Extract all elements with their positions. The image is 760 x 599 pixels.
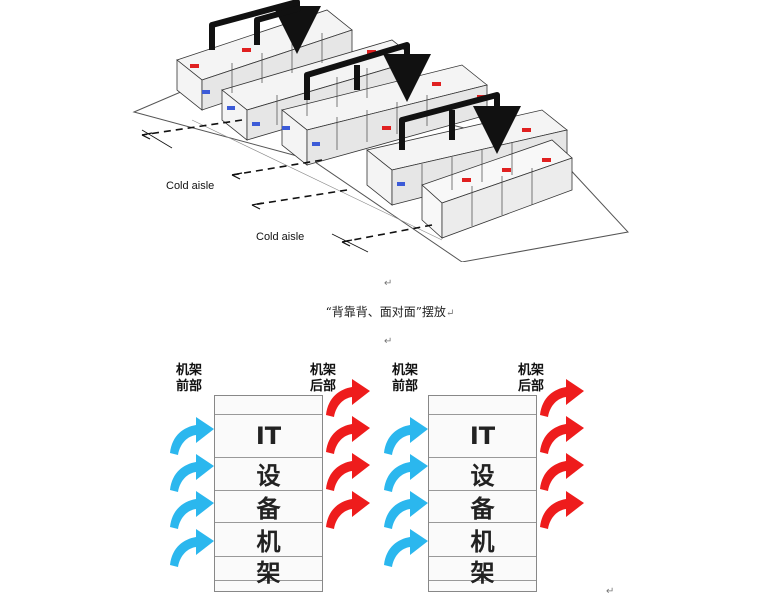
rack-text-char: 备 — [470, 495, 495, 523]
rack-front-label: 机架 前部 — [392, 363, 432, 395]
it-rack-2: IT 设 备 机 架 — [428, 395, 537, 592]
it-rack-1: IT 设 备 机 架 — [214, 395, 323, 592]
cold-aisle-label-1: Cold aisle — [166, 180, 215, 192]
rack-row-5 — [421, 139, 573, 239]
rack-rear-label: 机架 后部 — [518, 363, 558, 395]
rack-text-char: 机 — [256, 528, 281, 556]
cold-air-arrow-icon — [170, 491, 214, 529]
rack-front-label: 机架 前部 — [176, 363, 216, 395]
hot-air-arrow-icon — [540, 453, 584, 491]
rack-front-label-line2: 前部 — [176, 379, 203, 394]
rack-text-char: 设 — [256, 462, 281, 490]
hot-air-arrow-icon — [540, 416, 584, 454]
rack-text-char: 架 — [256, 559, 281, 587]
rack-rear-label-line1: 机架 — [310, 363, 337, 378]
hot-air-arrow-icon — [326, 491, 370, 529]
rack-text-char: 设 — [470, 462, 495, 490]
cold-air-arrow-icon — [384, 417, 428, 455]
rack-front-label-line1: 机架 — [392, 363, 419, 378]
rack-rear-label-line1: 机架 — [518, 363, 545, 378]
rack-text-char: 架 — [470, 559, 495, 587]
cold-air-arrow-icon — [384, 491, 428, 529]
rack-rear-label-line2: 后部 — [518, 379, 545, 394]
rack-text-it: IT — [469, 422, 496, 450]
caption-text: “背靠背、面对面”摆放 — [325, 305, 446, 319]
hot-air-arrow-icon — [540, 379, 584, 417]
rack-rear-label: 机架 后部 — [310, 363, 350, 395]
figure-caption: “背靠背、面对面”摆放↵ — [300, 303, 480, 320]
paragraph-mark: ↵ — [606, 586, 615, 597]
cold-air-arrow-icon — [170, 529, 214, 567]
paragraph-mark: ↵ — [384, 278, 393, 289]
hot-air-arrow-icon — [540, 491, 584, 529]
rack-front-label-line1: 机架 — [176, 363, 203, 378]
cold-air-arrow-icon — [170, 417, 214, 455]
cold-air-arrow-icon — [384, 529, 428, 567]
cold-aisle-label-2: Cold aisle — [256, 231, 305, 243]
paragraph-mark: ↵ — [445, 308, 455, 319]
hot-air-arrow-icon — [326, 379, 370, 417]
paragraph-mark: ↵ — [384, 336, 393, 347]
rack-rear-label-line2: 后部 — [310, 379, 337, 394]
airflow-arrows — [170, 379, 584, 567]
datacenter-aisle-diagram: Cold aisle Cold aisle — [132, 0, 644, 262]
rack-text-it: IT — [255, 422, 282, 450]
cold-air-arrow-icon — [170, 454, 214, 492]
rack-text-char: 机 — [470, 528, 495, 556]
rack-text-char: 备 — [256, 495, 281, 523]
rack-front-label-line2: 前部 — [392, 379, 419, 394]
airflow-diagram: 机架 前部 机架 后部 机架 前部 机架 后部 IT 设 备 机 架 IT 设 … — [0, 355, 760, 599]
cold-air-arrow-icon — [384, 454, 428, 492]
hot-air-arrow-icon — [326, 416, 370, 454]
hot-air-arrow-icon — [326, 453, 370, 491]
